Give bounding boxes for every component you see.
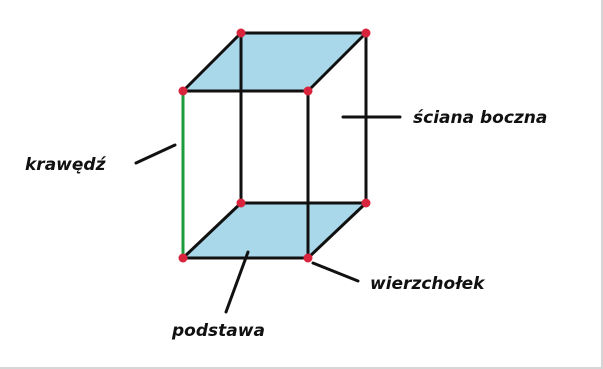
vertex-dot [361, 198, 371, 208]
edge-top-left [181, 31, 243, 93]
vertex-dot [303, 86, 313, 96]
vertices [178, 28, 371, 263]
pointer-edge [134, 143, 177, 165]
vertex-dot [178, 253, 188, 263]
edge-bottom-right [306, 201, 368, 260]
vertex-dot [303, 253, 313, 263]
vertex-dot [361, 28, 371, 38]
vertex-dot [236, 198, 246, 208]
edges [181, 31, 368, 260]
label-edge: krawędź [25, 155, 107, 175]
label-side-face: ściana boczna [413, 108, 547, 128]
vertex-dot [178, 86, 188, 96]
pointer-lines [134, 115, 402, 314]
edge-bottom-left [181, 201, 243, 260]
edge-top-right [306, 31, 368, 93]
label-base: podstawa [171, 321, 265, 341]
label-vertex: wierzchołek [370, 274, 486, 294]
pointer-base [224, 250, 250, 314]
bottom-face [183, 203, 366, 258]
pointer-vertex [311, 261, 360, 283]
top-face [183, 33, 366, 91]
vertex-dot [236, 28, 246, 38]
